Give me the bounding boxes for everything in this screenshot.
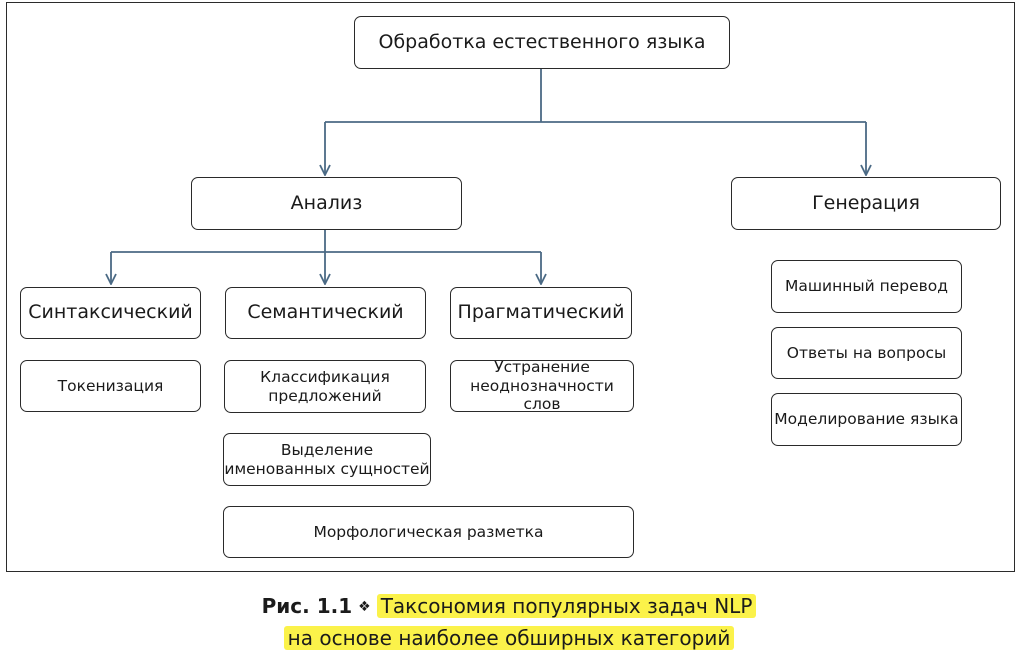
semantic-node: Семантический — [225, 287, 426, 339]
generation-node: Генерация — [731, 177, 1001, 230]
task-pos-tagging: Морфологическая разметка — [223, 506, 634, 558]
separator-icon: ❖ — [358, 599, 371, 615]
caption-line-2: на основе наиболее обширных категорий — [0, 624, 1018, 653]
task-word-sense-disambiguation: Устранение неоднозначности слов — [450, 358, 634, 413]
analysis-node: Анализ — [191, 177, 462, 230]
caption-line-1: Рис. 1.1 ❖ Таксономия популярных задач NLP — [0, 592, 1018, 624]
task-tokenization: Токенизация — [20, 360, 201, 412]
syntactic-node: Синтаксический — [20, 287, 201, 339]
task-question-answering: Ответы на вопросы — [771, 327, 962, 379]
figure-caption: Рис. 1.1 ❖ Таксономия популярных задач NLP… — [0, 592, 1018, 653]
root-node: Обработка естественного языка — [354, 16, 730, 69]
task-machine-translation: Машинный перевод — [771, 260, 962, 313]
task-sentence-classification: Классификация предложений — [224, 360, 426, 413]
task-language-modeling: Моделирование языка — [771, 393, 962, 446]
pragmatic-node: Прагматический — [450, 287, 632, 339]
task-named-entity-recognition: Выделение именованных сущностей — [223, 433, 431, 486]
connectors — [0, 69, 1018, 580]
figure-label: Рис. 1.1 — [261, 594, 353, 618]
caption-text-1: Таксономия популярных задач NLP — [376, 594, 757, 618]
diagram-frame — [6, 2, 1015, 572]
caption-text-2: на основе наиболее обширных категорий — [283, 626, 735, 650]
